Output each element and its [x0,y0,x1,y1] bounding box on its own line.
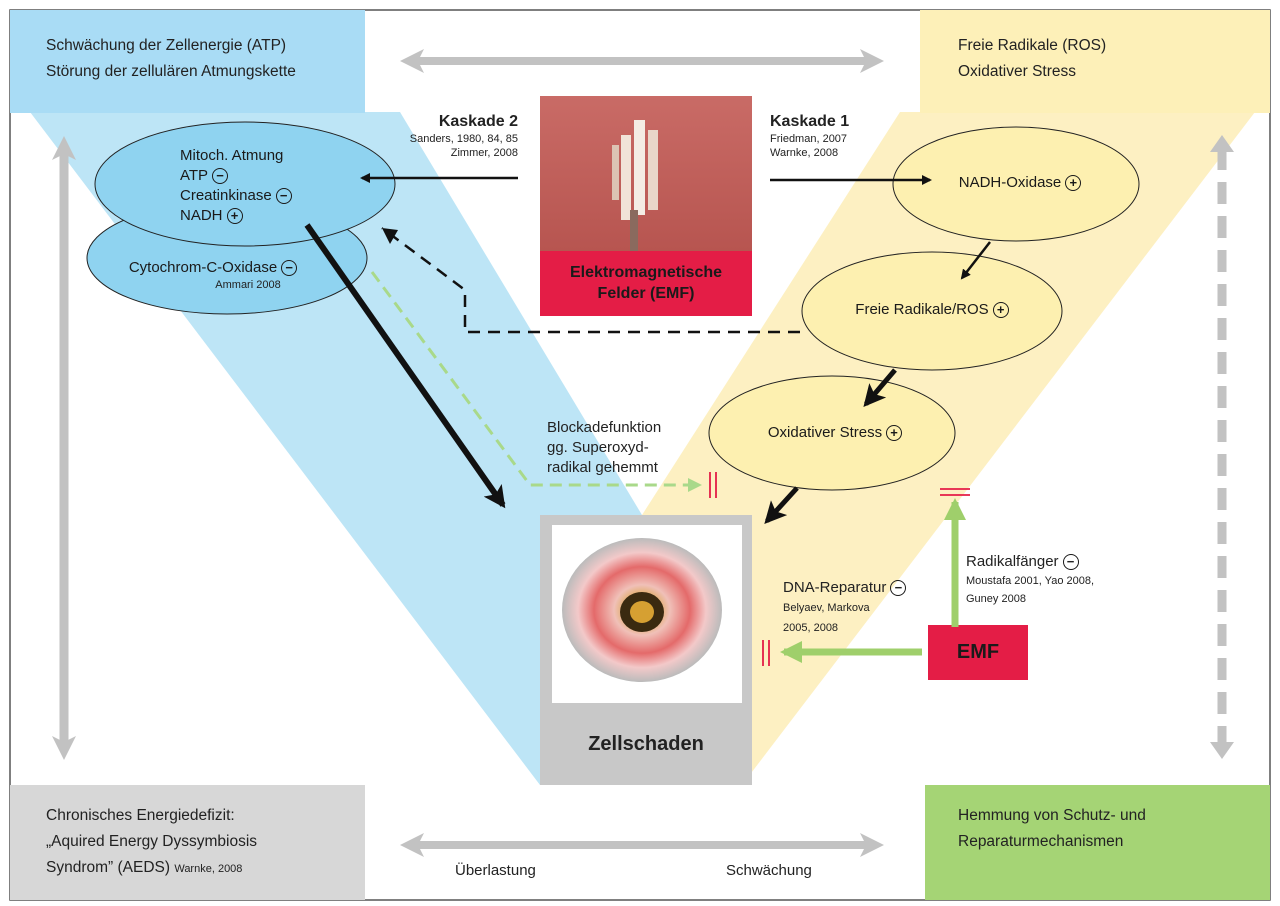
bottom-right-panel [925,785,1270,900]
cell-tower-photo [540,96,752,251]
radikalfaenger-label: Radikalfänger− Moustafa 2001, Yao 2008, … [966,553,1095,605]
minus-icon: − [275,188,292,205]
minus-icon: − [1062,554,1079,571]
mitoch-ellipse [94,121,396,247]
schwaechung-label: Schwächung [726,862,812,879]
oxidativer-stress-ellipse [708,375,956,491]
freie-radikale-ellipse [801,251,1063,371]
nadh-to-ros-arrow [960,241,991,280]
blockade-label: Blockadefunktion gg. Superoxyd- radikal … [547,419,662,476]
cell-tower-icon [612,120,658,251]
plus-icon: + [1065,175,1082,192]
emf-small-label: EMF [956,641,1000,663]
ueberlastung-label: Überlastung [455,862,536,879]
dashed-ros-arrow [381,226,800,334]
aeds-reference: Warnke, 2008 [174,863,243,875]
inhibition-mark-dna [762,640,770,666]
minus-icon: − [281,260,298,277]
oxidativer-stress-text: Oxidativer Stress+ [730,423,940,443]
freie-radikale-text: Freie Radikale/ROS+ [822,300,1042,320]
frame [9,9,1271,901]
plus-icon: + [226,208,243,225]
plus-icon: + [886,425,903,442]
mito-to-damage-arrow [304,223,506,509]
dna-repair-label: DNA-Reparatur− Belyaev, Markova 2005, 20… [783,578,907,638]
nadh-oxidase-ellipse [892,126,1140,242]
nadh-oxidase-text: NADH-Oxidase+ [920,173,1120,193]
minus-icon: − [212,168,229,185]
inhibition-mark-blockade [709,472,717,498]
cytochrom-text: Cytochrom-C-Oxidase− Ammari 2008 [98,258,328,292]
bottom-right-text: Hemmung von Schutz- und Reparaturmechani… [958,807,1146,850]
top-right-text: Freie Radikale (ROS) Oxidativer Stress [958,37,1107,80]
kaskade2-label: Kaskade 2 Sanders, 1980, 84, 85 Zimmer, … [409,113,518,159]
ros-to-stress-arrow [863,368,897,408]
top-left-panel [10,10,365,113]
mitoch-text: Mitoch. Atmung ATP− Creatinkinase− NADH+ [165,146,355,226]
top-right-panel [920,10,1270,113]
emf-box [540,251,752,316]
plus-icon: + [992,302,1009,319]
zellschaden-label: Zellschaden [588,733,704,755]
minus-icon: − [890,580,907,597]
kaskade1-label: Kaskade 1 Friedman, 2007 Warnke, 2008 [770,113,850,159]
top-left-text: Schwächung der Zellenergie (ATP) Störung… [46,37,296,80]
emf-small-box [928,625,1028,680]
bottom-left-text: Chronisches Energiedefizit: „Aquired Ene… [46,807,258,876]
bottom-left-panel [10,785,365,900]
stress-to-damage-arrow [764,486,799,524]
inhibition-mark-radikal [940,488,970,496]
emf-title: Elektromagnetische Felder (EMF) [569,264,723,302]
